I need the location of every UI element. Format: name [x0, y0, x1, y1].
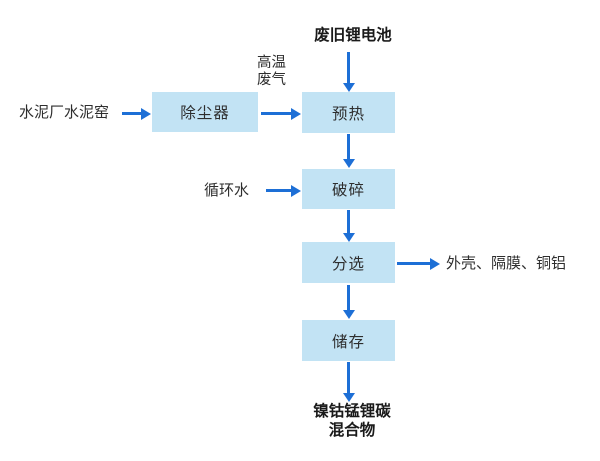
arrow-battery-to-preheat [342, 52, 355, 92]
arrow-water-to-crush [266, 184, 301, 197]
box-store: 储存 [302, 320, 395, 361]
label-mixture-output-line2: 混合物 [328, 422, 376, 439]
label-hot-waste-gas: 高温 废气 [257, 55, 286, 89]
arrow-dust-remover-to-preheat [261, 107, 301, 120]
box-dust-remover: 除尘器 [152, 92, 258, 132]
label-hot-waste-gas-line2: 废气 [257, 72, 286, 88]
label-circulating-water: 循环水 [204, 182, 250, 199]
box-crush: 破碎 [302, 169, 395, 209]
label-waste-lithium-battery: 废旧锂电池 [314, 27, 392, 44]
label-hot-waste-gas-line1: 高温 [257, 55, 286, 71]
label-mixture-output-line1: 镍钴锰锂碳 [313, 403, 391, 420]
label-byproducts-output: 外壳、隔膜、铜铝 [446, 255, 567, 272]
box-sort: 分选 [302, 242, 395, 283]
arrow-preheat-to-crush [342, 134, 355, 168]
label-cement-kiln: 水泥厂水泥窑 [19, 104, 110, 121]
arrow-kiln-to-dust-remover [122, 107, 151, 120]
box-preheat: 预热 [302, 92, 395, 133]
label-mixture-output: 镍钴锰锂碳 混合物 [292, 402, 412, 440]
arrow-sort-to-store [342, 285, 355, 319]
arrow-sort-to-byproducts [397, 257, 440, 270]
arrow-crush-to-sort [342, 210, 355, 242]
arrow-store-to-mixture [342, 362, 355, 402]
